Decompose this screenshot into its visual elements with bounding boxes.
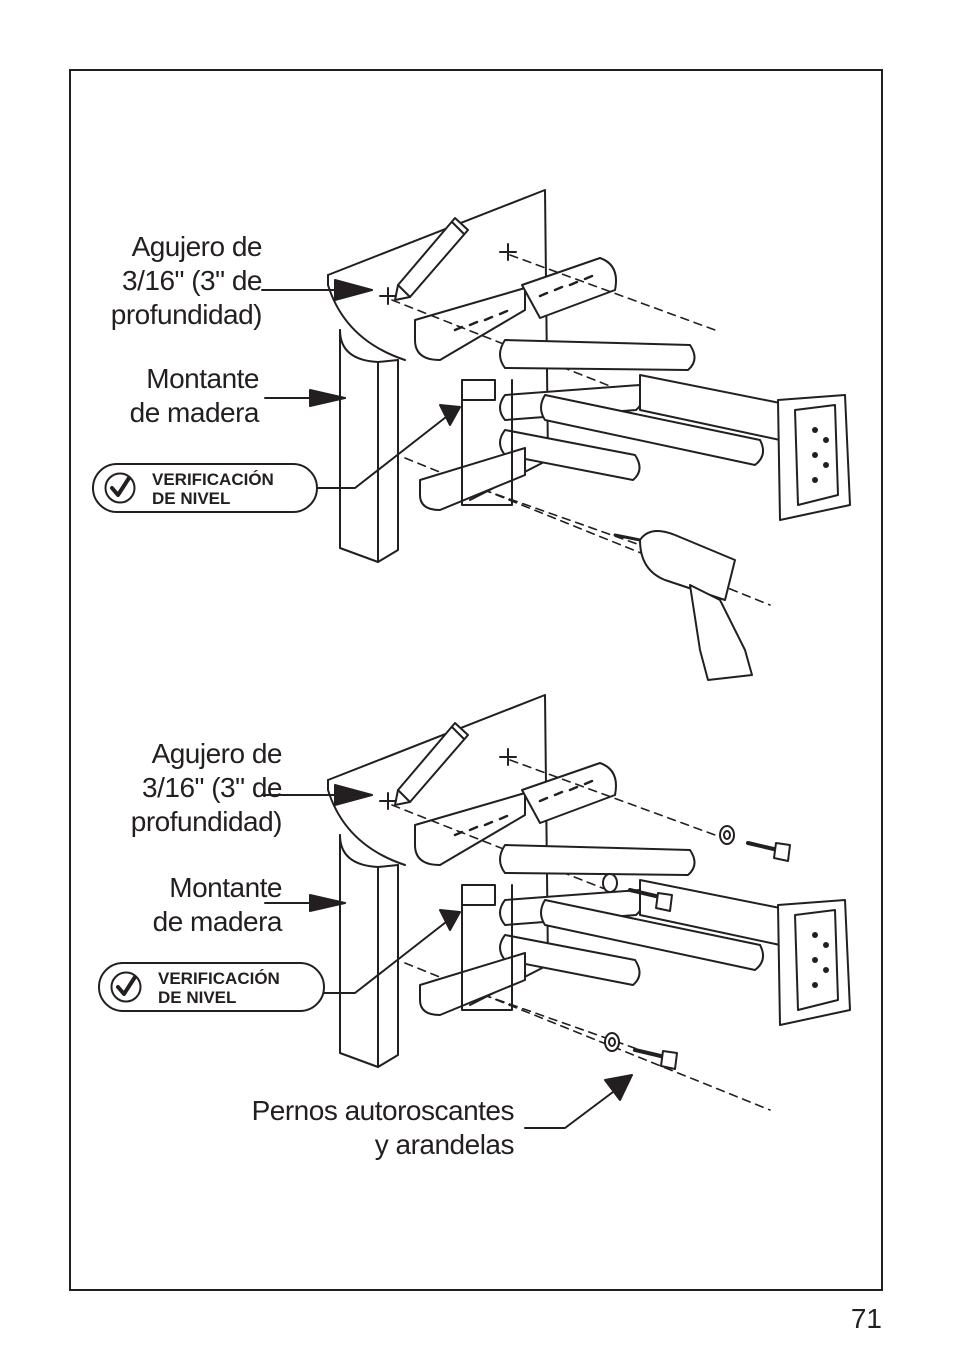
page-number: 71 [850,1303,882,1334]
diagram1-hole-line-1: Agujero de [131,231,263,262]
diagram2-level-line-1: VERIFICACIÓN [158,969,280,988]
diagram1-stud-line-2: de madera [129,397,260,428]
diagram1-stud-label: Montante de madera [129,362,260,430]
diagram1-level-check-text: VERIFICACIÓN DE NIVEL [152,470,274,508]
check-icon [104,472,136,504]
diagram2-bolts-label: Pernos autoroscantes y arandelas [251,1094,515,1162]
diagram2-stud-line-2: de madera [152,906,283,937]
diagram2-hole-line-3: profundidad) [130,806,283,837]
top-diagram-scene [260,188,852,607]
diagram2-hole-line-2: 3/16" (3" de [142,772,282,803]
diagram1-hole-line-2: 3/16" (3" de [122,265,262,296]
diagram2-level-check-text: VERIFICACIÓN DE NIVEL [158,969,280,1007]
diagram2-stud-line-1: Montante [169,872,282,903]
washer-icon [602,825,735,1052]
diagram1-level-line-2: DE NIVEL [152,489,231,508]
diagram2-stud-label: Montante de madera [152,871,283,939]
diagram2-hole-label: Agujero de 3/16" (3" de profundidad) [130,737,283,839]
drill-icon [613,530,753,681]
diagram1-level-line-1: VERIFICACIÓN [152,470,274,489]
diagram1-stud-line-1: Montante [146,363,259,394]
diagram1-level-check-badge: VERIFICACIÓN DE NIVEL [92,463,318,513]
diagram2-level-line-2: DE NIVEL [158,988,237,1007]
diagram2-bolts-line-1: Pernos autoroscantes [251,1095,515,1126]
lag-bolt-icon [628,841,791,1070]
diagram1-hole-line-3: profundidad) [110,299,263,330]
diagram2-hole-line-1: Agujero de [151,738,283,769]
check-icon [110,971,142,1003]
illustration-frame [69,69,883,1291]
diagram1-hole-label: Agujero de 3/16" (3" de profundidad) [110,230,263,332]
bottom-diagram-scene [260,693,852,1112]
diagram2-bolts-line-2: y arandelas [374,1129,515,1160]
diagram2-level-check-badge: VERIFICACIÓN DE NIVEL [98,962,325,1012]
